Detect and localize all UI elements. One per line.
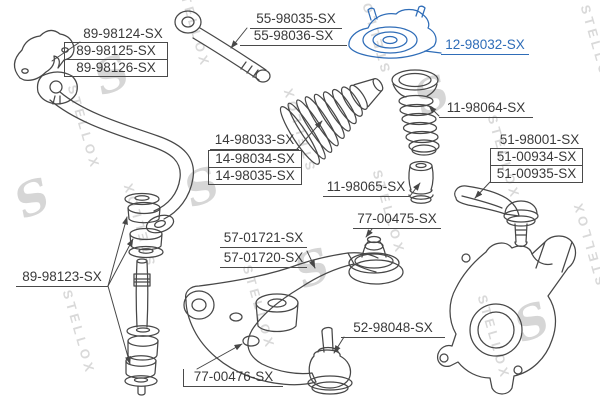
ball-joint-label[interactable]: 52-98048-SX — [341, 320, 445, 338]
arm-rear-bushing-label[interactable]: 77-00475-SX — [353, 211, 441, 229]
stabilizer-bushing-label-a[interactable]: 89-98124-SX — [83, 26, 163, 41]
outer-tie-rod-end-drawing — [454, 185, 539, 248]
inner-tie-rod-label-b[interactable]: 55-98036-SX — [240, 28, 347, 46]
arm-front-bushing-label-b[interactable]: 57-01720-SX — [220, 250, 307, 268]
bump-stop-label[interactable]: 11-98065-SX — [323, 179, 409, 197]
label-group-rack-boots: 14-98033-SX 14-98034-SX 14-98035-SX — [208, 132, 302, 185]
stabilizer-link-drawing — [124, 192, 175, 396]
outer-tie-rod-label-b[interactable]: 51-00934-SX — [490, 148, 583, 166]
strut-dust-boot-drawing — [391, 69, 440, 156]
ball-joint-drawing — [307, 326, 353, 395]
strut-boot-label[interactable]: 11-98064-SX — [439, 100, 533, 118]
stabilizer-bushing-label-b[interactable]: 89-98125-SX — [64, 42, 168, 60]
rack-boot-label-a[interactable]: 14-98033-SX — [210, 132, 299, 150]
label-group-outer-tie-rod: 51-98001-SX 51-00934-SX 51-00935-SX — [490, 132, 583, 183]
outer-tie-rod-label-c[interactable]: 51-00935-SX — [490, 165, 583, 183]
bump-stop-drawing — [408, 160, 434, 204]
inner-tie-rod-drawing — [174, 10, 271, 83]
rack-boot-label-c[interactable]: 14-98035-SX — [208, 167, 302, 185]
leader-lines — [51, 27, 491, 370]
arm-rear-bushing-drawing — [348, 235, 400, 274]
rack-boot-drawing — [279, 77, 384, 165]
stabilizer-bushing-label-c[interactable]: 89-98126-SX — [64, 59, 168, 77]
outer-tie-rod-label-a[interactable]: 51-98001-SX — [499, 132, 580, 147]
strut-mount-label[interactable]: 12-98032-SX — [441, 37, 529, 55]
label-group-stabilizer-bushings: 89-98124-SX 89-98125-SX 89-98126-SX — [64, 26, 168, 77]
inner-tie-rod-label-a[interactable]: 55-98035-SX — [250, 11, 342, 29]
strut-mount-drawing — [348, 5, 442, 59]
rack-boot-label-b[interactable]: 14-98034-SX — [208, 150, 302, 168]
arm-front-bushing-label-a[interactable]: 57-01721-SX — [220, 230, 307, 248]
stabilizer-bar-drawing — [49, 91, 195, 220]
control-arm-label[interactable]: 77-00476-SX — [183, 369, 283, 387]
stabilizer-link-label[interactable]: 89-98123-SX — [16, 269, 108, 287]
steering-knuckle-drawing — [436, 235, 577, 395]
